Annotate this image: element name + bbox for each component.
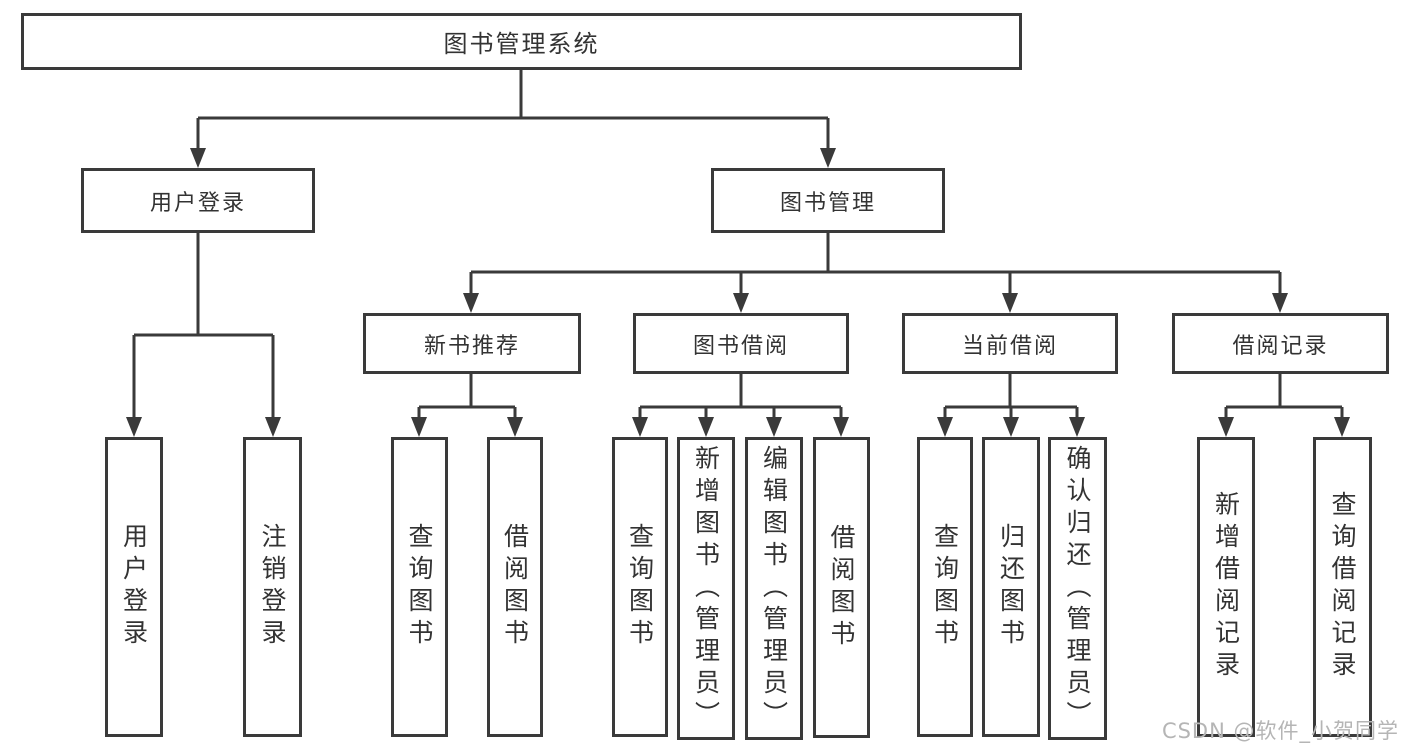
leaf-query-books-2-label: 查询图书 <box>625 523 655 651</box>
node-book-management: 图书管理 <box>711 168 945 233</box>
arrowhead-icon <box>126 417 142 437</box>
connector-new-book-recommend-children <box>411 374 523 437</box>
leaf-return-books: 归还图书 <box>982 437 1040 737</box>
arrowhead-icon <box>1003 417 1019 437</box>
leaf-confirm-return-admin-label: 确认归还（管理员） <box>1063 444 1092 733</box>
arrowhead-icon <box>698 417 714 437</box>
arrowhead-icon <box>632 417 648 437</box>
leaf-user-login-label: 用户登录 <box>119 523 149 651</box>
connector-borrow-records-children <box>1218 374 1350 437</box>
leaf-edit-books-admin: 编辑图书（管理员） <box>745 437 803 740</box>
arrowhead-icon <box>937 417 953 437</box>
leaf-return-books-label: 归还图书 <box>996 523 1026 651</box>
leaf-query-books-1: 查询图书 <box>391 437 448 737</box>
node-book-borrowing-label: 图书借阅 <box>692 333 789 359</box>
leaf-logout-login-label: 注销登录 <box>258 523 287 651</box>
node-user-login: 用户登录 <box>81 168 315 233</box>
arrowhead-icon <box>1002 293 1018 313</box>
arrowhead-icon <box>411 417 427 437</box>
node-borrow-records-label: 借阅记录 <box>1232 333 1329 359</box>
node-new-book-recommend-label: 新书推荐 <box>423 333 520 359</box>
node-book-management-label: 图书管理 <box>779 190 876 216</box>
connector-user-login-children <box>126 233 281 437</box>
node-root: 图书管理系统 <box>21 13 1022 70</box>
node-current-borrowing-label: 当前借阅 <box>961 333 1058 359</box>
arrowhead-icon <box>1334 417 1350 437</box>
leaf-query-books-2: 查询图书 <box>612 437 668 737</box>
arrowhead-icon <box>507 417 523 437</box>
arrowhead-icon <box>833 417 849 437</box>
leaf-confirm-return-admin: 确认归还（管理员） <box>1048 437 1107 740</box>
leaf-edit-books-admin-label: 编辑图书（管理员） <box>759 444 789 733</box>
node-user-login-label: 用户登录 <box>149 190 246 216</box>
node-borrow-records: 借阅记录 <box>1172 313 1389 374</box>
leaf-add-books-admin-label: 新增图书（管理员） <box>691 444 721 733</box>
leaf-query-borrow-record: 查询借阅记录 <box>1313 437 1372 737</box>
leaf-query-borrow-record-label: 查询借阅记录 <box>1328 491 1357 683</box>
arrowhead-icon <box>1069 417 1085 437</box>
leaf-query-books-3-label: 查询图书 <box>930 523 960 651</box>
arrowhead-icon <box>190 148 206 168</box>
arrowhead-icon <box>265 417 281 437</box>
connector-book-borrowing-children <box>632 374 849 437</box>
arrowhead-icon <box>766 417 782 437</box>
connector-book-management-children <box>463 233 1288 313</box>
node-book-borrowing: 图书借阅 <box>633 313 849 374</box>
leaf-borrow-books-1: 借阅图书 <box>487 437 543 737</box>
leaf-logout-login: 注销登录 <box>243 437 302 737</box>
connector-root-to-level2 <box>190 70 836 168</box>
csdn-watermark: CSDN @软件_小贺同学 <box>1161 719 1399 743</box>
arrowhead-icon <box>463 293 479 313</box>
arrowhead-icon <box>820 148 836 168</box>
leaf-query-books-3: 查询图书 <box>917 437 973 737</box>
leaf-add-borrow-record: 新增借阅记录 <box>1197 437 1255 737</box>
leaf-borrow-books-2-label: 借阅图书 <box>827 523 856 652</box>
node-root-label: 图书管理系统 <box>443 30 600 58</box>
connector-current-borrowing-children <box>937 374 1085 437</box>
leaf-borrow-books-2: 借阅图书 <box>813 437 870 738</box>
leaf-query-books-1-label: 查询图书 <box>405 523 434 651</box>
arrowhead-icon <box>1218 417 1234 437</box>
leaf-add-borrow-record-label: 新增借阅记录 <box>1211 491 1241 683</box>
node-new-book-recommend: 新书推荐 <box>363 313 581 374</box>
leaf-user-login: 用户登录 <box>105 437 163 737</box>
arrowhead-icon <box>733 293 749 313</box>
leaf-add-books-admin: 新增图书（管理员） <box>677 437 735 740</box>
arrowhead-icon <box>1272 293 1288 313</box>
node-current-borrowing: 当前借阅 <box>902 313 1118 374</box>
leaf-borrow-books-1-label: 借阅图书 <box>500 523 530 651</box>
